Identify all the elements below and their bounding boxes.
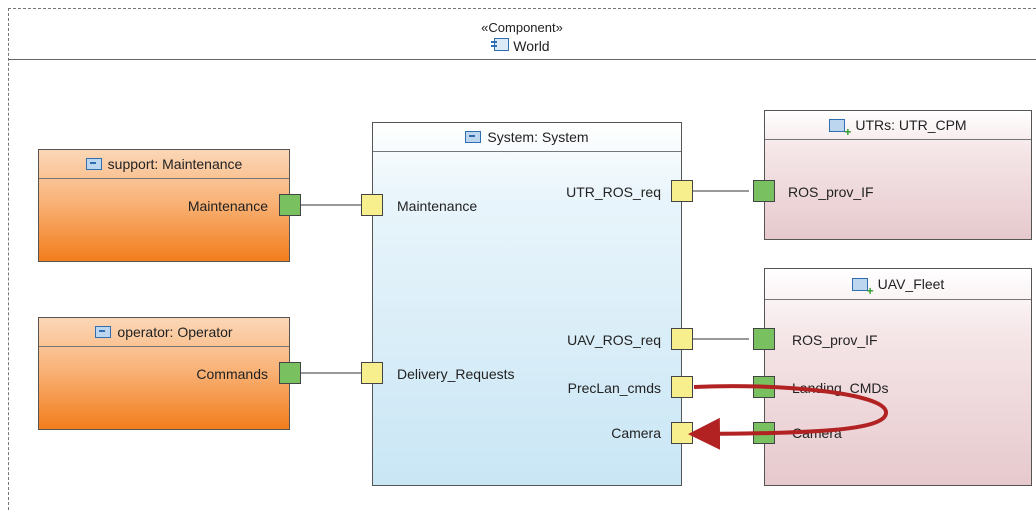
part-uav-fleet[interactable]: UAV_Fleet [764,268,1032,486]
red-loop-arrow [688,384,888,450]
part-header: UAV_Fleet [765,269,1031,300]
part-icon [465,131,482,143]
stereotype-label: «Component» [481,20,563,35]
world-frame-header: «Component» World [8,8,1036,60]
port-maintenance-provided[interactable] [279,194,301,216]
part-header: operator: Operator [39,318,289,347]
part-plus-icon [829,118,851,138]
part-title: operator: Operator [117,324,233,340]
part-title: System: System [487,129,589,145]
part-header: System: System [373,123,681,152]
part-title: UAV_Fleet [877,276,945,292]
part-system[interactable]: System: System [372,122,682,486]
port-utrs-ros-prov[interactable] [753,180,775,202]
port-uav-ros-prov[interactable] [753,328,775,350]
part-icon [85,158,102,170]
port-commands-provided[interactable] [279,362,301,384]
port-label-camera-system: Camera [611,425,661,441]
port-label-utrs-ros-prov: ROS_prov_IF [788,184,874,200]
port-label-uav-ros-prov: ROS_prov_IF [792,332,878,348]
port-label-preclan-cmds: PrecLan_cmds [567,380,661,396]
frame-title-text: World [513,38,550,54]
port-label-delivery-requests: Delivery_Requests [397,366,515,382]
part-header: UTRs: UTR_CPM [765,111,1031,140]
port-preclan-cmds[interactable] [671,376,693,398]
part-utrs[interactable]: UTRs: UTR_CPM [764,110,1032,240]
part-title: support: Maintenance [107,156,243,172]
part-support-maintenance[interactable]: support: Maintenance [38,149,290,262]
frame-title: World [8,38,1036,54]
port-label-maintenance: Maintenance [187,198,268,214]
part-plus-icon [851,277,874,297]
port-utr-ros-req[interactable] [671,180,693,202]
part-operator[interactable]: operator: Operator [38,317,290,430]
port-delivery-requests[interactable] [361,362,383,384]
part-header: support: Maintenance [39,150,289,179]
world-component-frame [8,8,1036,510]
part-title: UTRs: UTR_CPM [855,117,967,133]
component-icon [491,38,510,51]
port-system-maintenance[interactable] [361,194,383,216]
part-icon [95,326,112,338]
port-label-uav-ros-req: UAV_ROS_req [567,332,661,348]
port-uav-ros-req[interactable] [671,328,693,350]
port-label-system-maintenance: Maintenance [397,198,478,214]
port-label-utr-ros-req: UTR_ROS_req [566,184,661,200]
port-label-commands: Commands [196,366,268,382]
